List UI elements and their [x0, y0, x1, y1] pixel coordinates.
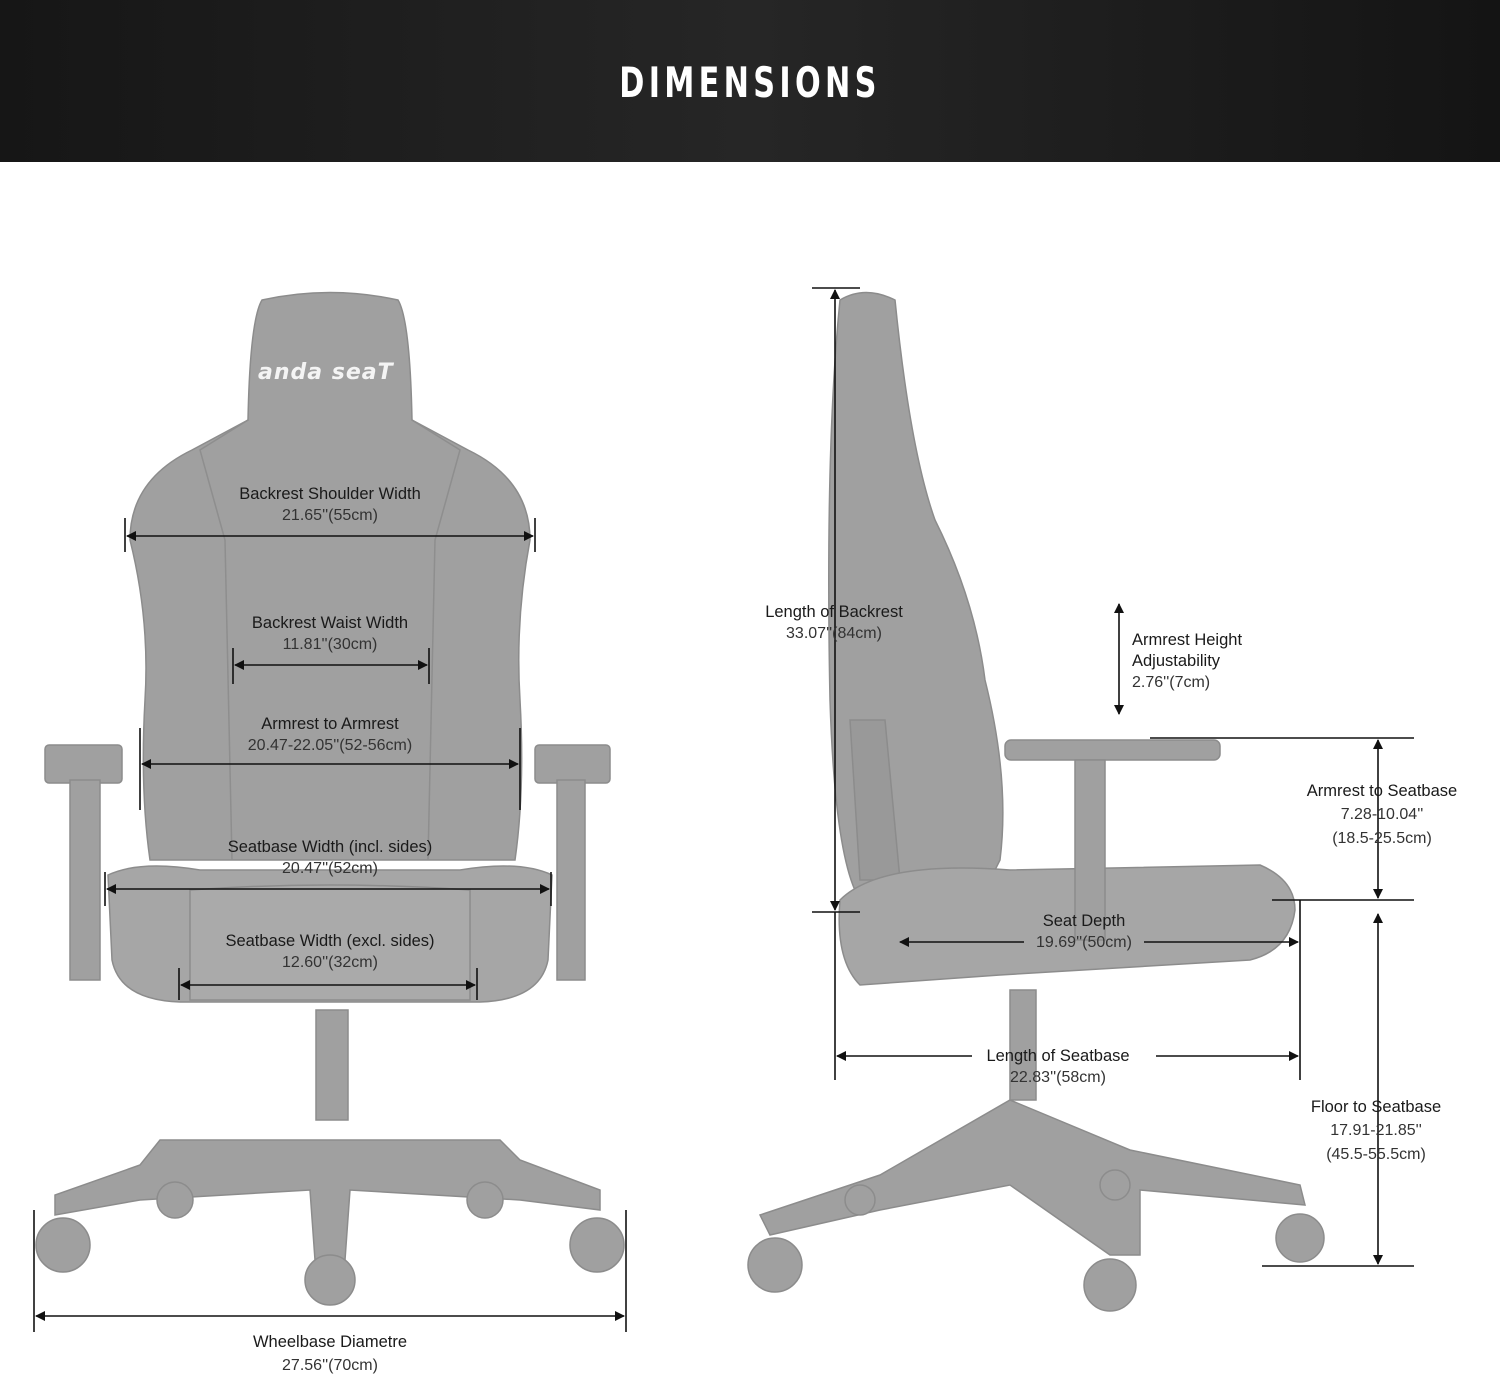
seatbase-width-excl-label: Seatbase Width (excl. sides) 12.60''(32c…	[225, 932, 435, 971]
seatbase-width-incl-label: Seatbase Width (incl. sides) 20.47''(52c…	[227, 838, 433, 877]
header-banner: DIMENSIONS	[0, 0, 1500, 162]
armrest-height-adjustability-label: Armrest Height Adjustability 2.76''(7cm)	[1132, 631, 1243, 691]
seat-depth-label: Seat Depth 19.69''(50cm)	[1036, 912, 1132, 951]
side-dimension-lines	[812, 287, 1414, 1267]
length-of-backrest-label: Length of Backrest 33.07''(84cm)	[765, 603, 903, 642]
front-chair-illustration	[35, 291, 625, 1306]
armrest-to-armrest-label: Armrest to Armrest 20.47-22.05''(52-56cm…	[247, 715, 413, 754]
side-chair-illustration	[747, 291, 1325, 1312]
armrest-to-seatbase-label: Armrest to Seatbase 7.28-10.04'' (18.5-2…	[1306, 782, 1458, 847]
brand-logo-text: anda seaT	[258, 360, 394, 385]
backrest-shoulder-width-label: Backrest Shoulder Width 21.65''(55cm)	[239, 485, 421, 524]
page-title: DIMENSIONS	[619, 58, 881, 107]
front-dimension-lines	[33, 518, 627, 1332]
length-of-seatbase-label: Length of Seatbase 22.83''(58cm)	[986, 1047, 1130, 1086]
floor-to-seatbase-label: Floor to Seatbase 17.91-21.85'' (45.5-55…	[1310, 1098, 1442, 1163]
backrest-waist-width-label: Backrest Waist Width 11.81''(30cm)	[251, 614, 409, 653]
wheelbase-diametre-label: Wheelbase Diametre 27.56''(70cm)	[252, 1333, 408, 1374]
